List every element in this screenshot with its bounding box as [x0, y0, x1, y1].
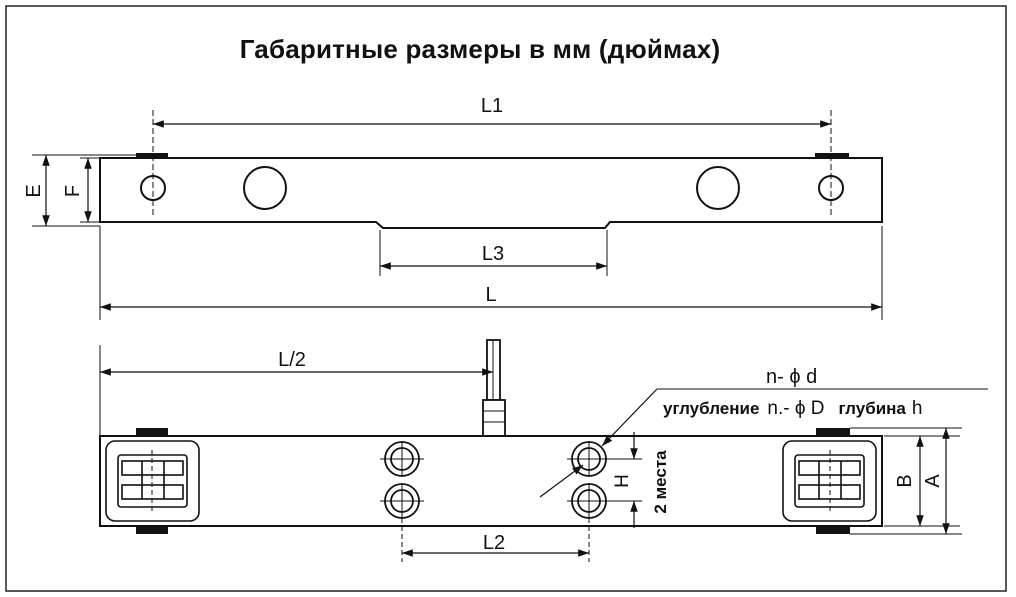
mounting-pad [136, 428, 168, 437]
leader-counterbore [539, 464, 584, 498]
label-a: A [922, 474, 944, 488]
mounting-pad [816, 428, 850, 437]
diagram-title: Габаритные размеры в мм (дюймах) [239, 34, 721, 64]
leader-thru-hole [601, 388, 658, 447]
bottom-view [99, 339, 988, 562]
label-f: F [62, 185, 84, 197]
label-l-half: L/2 [278, 349, 306, 371]
label-l1: L1 [481, 95, 503, 117]
mounting-pad [136, 153, 168, 159]
center-hole [696, 166, 740, 210]
label-h: H [612, 474, 633, 488]
mounting-pad [816, 525, 850, 534]
label-l: L [485, 284, 496, 306]
label-e: E [23, 184, 45, 197]
center-hole [243, 166, 287, 210]
top-view [32, 110, 883, 320]
drawing-frame [5, 5, 1007, 592]
beam-profile [99, 157, 883, 229]
beam-body [99, 435, 883, 527]
label-l2: L2 [483, 532, 505, 554]
cable-gland [482, 399, 506, 437]
mounting-pad [815, 153, 849, 159]
label-b: B [894, 474, 916, 487]
label-l3: L3 [482, 243, 504, 265]
label-thru-hole: n- ϕ d [766, 366, 817, 388]
foot-bracket-right [782, 440, 877, 522]
label-places: 2 места [651, 450, 670, 514]
mounting-pad [136, 525, 168, 534]
foot-bracket-left [105, 440, 200, 522]
